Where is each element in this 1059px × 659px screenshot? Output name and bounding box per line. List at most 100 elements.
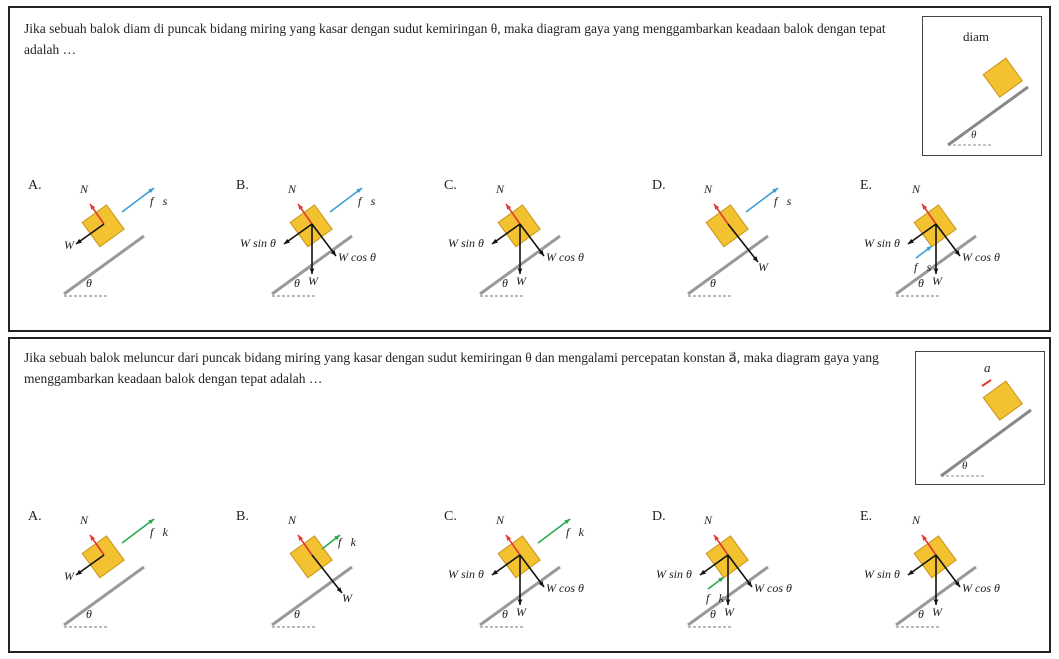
friction-label: f⃗s xyxy=(774,194,792,208)
free-body-diagram xyxy=(63,187,155,297)
normal-label: N⃗ xyxy=(912,182,930,196)
weight-label: W⃗ xyxy=(932,605,952,619)
question-2-panel: Jika sebuah balok meluncur dari puncak b… xyxy=(8,337,1051,653)
normal-label: N⃗ xyxy=(496,182,514,196)
w-cos-label: W cos θ xyxy=(546,250,584,264)
theta-label: θ xyxy=(918,607,924,621)
normal-force-arrow xyxy=(89,534,105,556)
weight-label: W⃗ xyxy=(932,274,952,288)
normal-label: N⃗ xyxy=(496,513,514,527)
incline-surface xyxy=(687,234,769,296)
normal-label: N⃗ xyxy=(80,513,98,527)
w-sin-arrow xyxy=(907,223,937,245)
w-cos-arrow xyxy=(519,554,545,588)
w-cos-arrow xyxy=(935,223,961,257)
normal-force-arrow xyxy=(89,203,105,225)
incline-surface xyxy=(63,565,145,627)
option-letter: C. xyxy=(444,509,457,524)
weight-arrow xyxy=(933,555,939,605)
w-sin-label: W sin θ xyxy=(656,567,692,581)
normal-force-arrow xyxy=(921,203,937,225)
weight-arrow xyxy=(933,224,939,274)
question-1-thumbnail: diam θ xyxy=(922,16,1042,156)
normal-label: N⃗ xyxy=(704,513,722,527)
w-sin-arrow xyxy=(907,554,937,576)
friction-arrow xyxy=(121,518,155,544)
normal-force-arrow xyxy=(297,203,313,225)
block xyxy=(81,204,125,248)
theta-label: θ xyxy=(502,607,508,621)
normal-force-arrow xyxy=(297,534,313,556)
question-1-text: Jika sebuah balok diam di puncak bidang … xyxy=(24,21,886,57)
free-body-diagram xyxy=(271,187,363,297)
friction-arrow xyxy=(707,576,725,590)
friction-arrow xyxy=(915,245,933,259)
block xyxy=(289,204,333,248)
incline-thumbnail-icon xyxy=(940,379,1032,478)
weight-label: W⃗ xyxy=(308,274,328,288)
friction-label: f⃗s xyxy=(358,194,376,208)
incline-surface xyxy=(63,234,145,296)
block xyxy=(705,535,749,579)
normal-force-arrow xyxy=(713,203,729,225)
thumb-label-a: a⃗ xyxy=(984,360,1001,375)
weight-label: W⃗ xyxy=(64,238,84,252)
w-sin-arrow xyxy=(283,223,313,245)
theta-label: θ xyxy=(294,607,300,621)
free-body-diagram xyxy=(687,534,769,628)
normal-force-arrow xyxy=(921,534,937,556)
theta-label: θ xyxy=(710,607,716,621)
theta-label: θ xyxy=(502,276,508,290)
w-cos-label: W cos θ xyxy=(338,250,376,264)
weight-arrow xyxy=(727,223,759,263)
option-letter: B. xyxy=(236,178,249,193)
friction-label: f⃗k xyxy=(566,525,584,539)
block xyxy=(81,535,125,579)
w-cos-label: W cos θ xyxy=(962,581,1000,595)
friction-label: f⃗k xyxy=(338,535,356,549)
free-body-diagram xyxy=(479,518,571,628)
w-cos-arrow xyxy=(727,554,753,588)
incline-surface xyxy=(271,565,353,627)
normal-force-arrow xyxy=(505,203,521,225)
w-sin-arrow xyxy=(491,554,521,576)
w-cos-arrow xyxy=(935,554,961,588)
w-cos-arrow xyxy=(519,223,545,257)
question-2-thumbnail: a⃗ θ xyxy=(915,351,1045,485)
free-body-diagram xyxy=(895,203,977,297)
weight-arrow xyxy=(517,224,523,274)
w-sin-arrow xyxy=(491,223,521,245)
friction-arrow xyxy=(329,187,363,213)
weight-arrow xyxy=(517,555,523,605)
free-body-diagram xyxy=(895,534,977,628)
normal-force-arrow xyxy=(713,534,729,556)
thumb-theta: θ xyxy=(971,129,977,141)
weight-arrow xyxy=(75,223,105,245)
question-2-text: Jika sebuah balok meluncur dari puncak b… xyxy=(24,350,879,386)
option-letter: E. xyxy=(860,178,873,193)
w-sin-arrow xyxy=(699,554,729,576)
w-cos-label: W cos θ xyxy=(754,581,792,595)
friction-label: f⃗k xyxy=(706,591,724,605)
friction-arrow xyxy=(537,518,571,544)
theta-label: θ xyxy=(86,607,92,621)
free-body-diagram xyxy=(687,187,779,297)
theta-label: θ xyxy=(86,276,92,290)
theta-label: θ xyxy=(294,276,300,290)
friction-arrow xyxy=(321,534,341,550)
block xyxy=(913,204,957,248)
w-sin-label: W sin θ xyxy=(448,236,484,250)
normal-label: N⃗ xyxy=(704,182,722,196)
thumb-label-diam: diam xyxy=(963,29,989,44)
weight-label: W⃗ xyxy=(758,260,778,274)
